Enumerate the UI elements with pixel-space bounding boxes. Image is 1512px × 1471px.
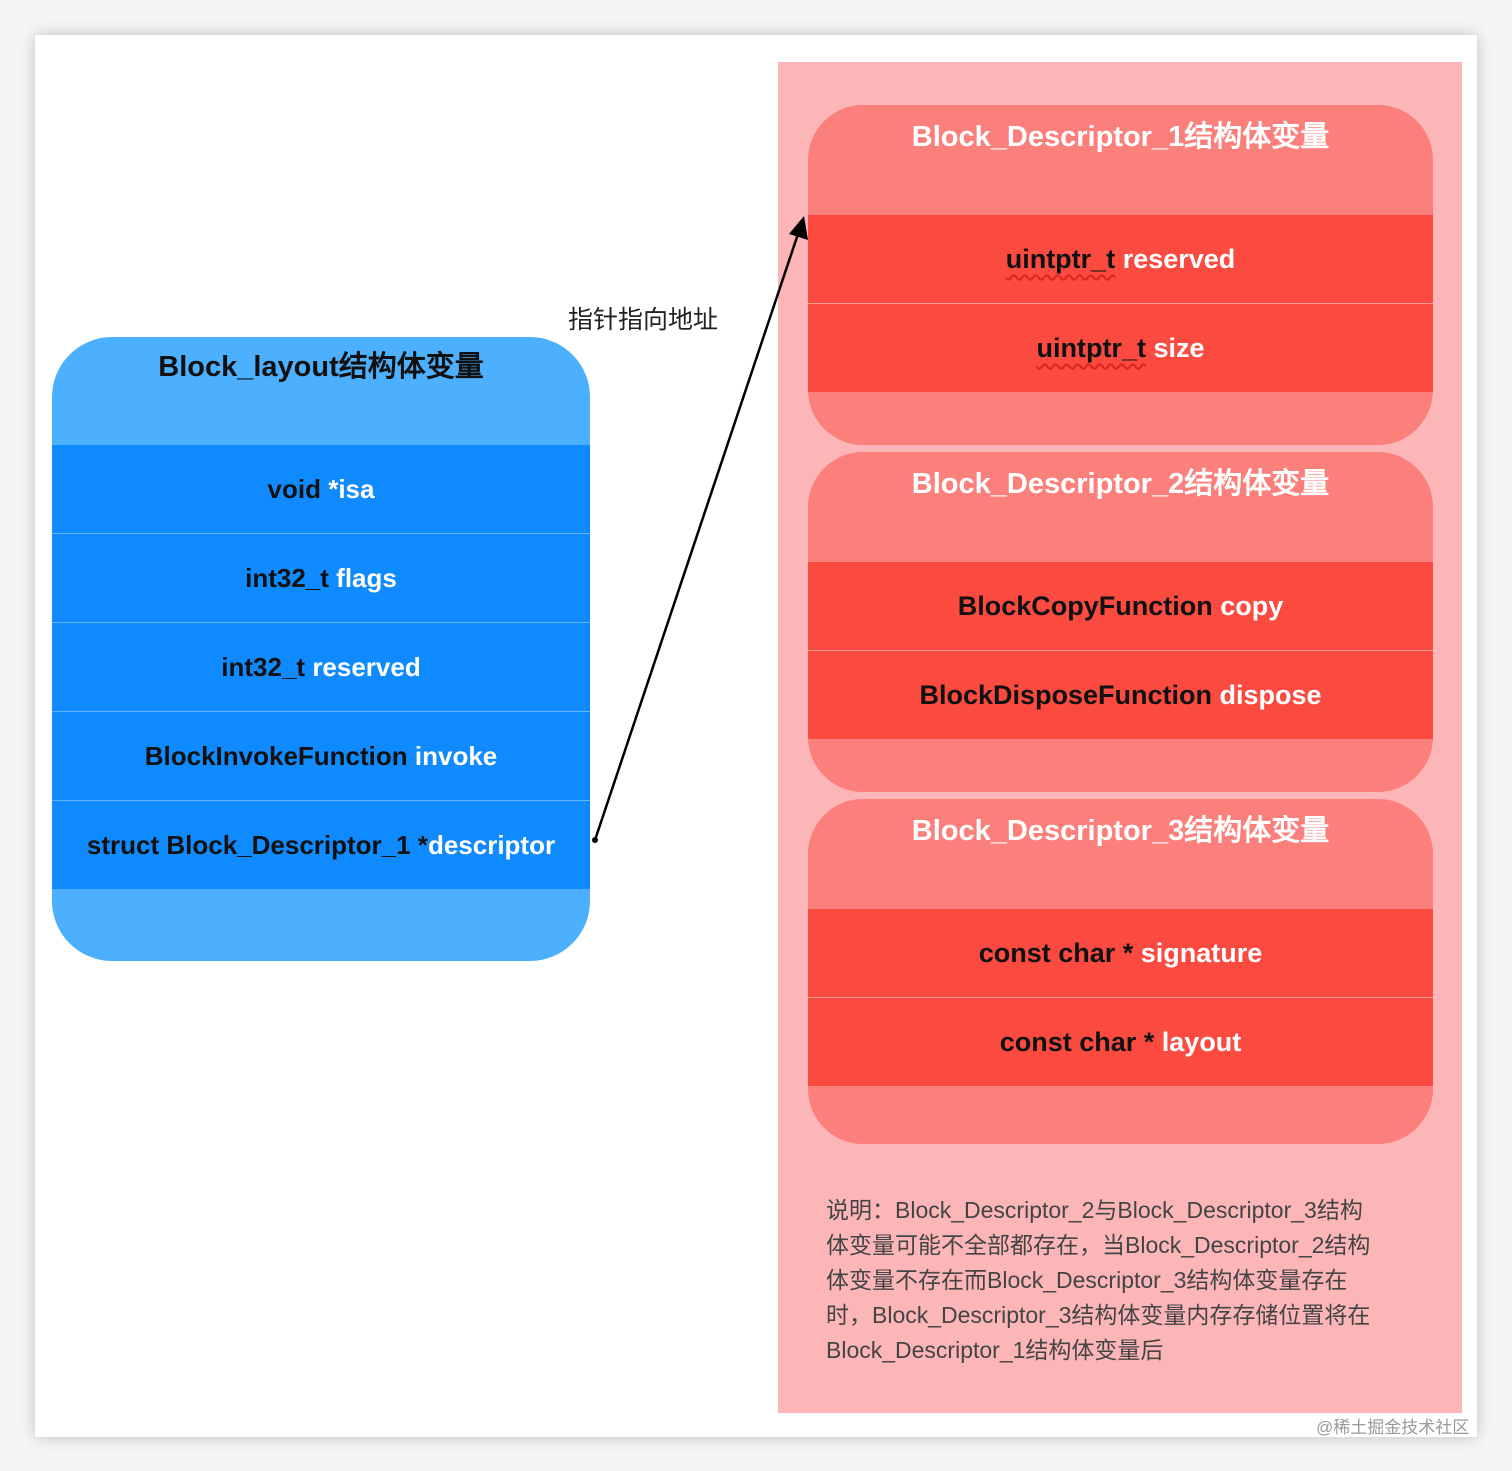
- field-signature: const char * signature: [808, 909, 1433, 997]
- field-name: descriptor: [427, 830, 556, 860]
- field-type: BlockCopyFunction: [957, 591, 1213, 621]
- descriptor-1-title: Block_Descriptor_1结构体变量: [911, 121, 1330, 153]
- row-divider: [52, 533, 590, 534]
- field-size: uintptr_t size: [808, 304, 1433, 392]
- field-type: void: [267, 474, 321, 504]
- arrow-head-icon: [789, 216, 808, 240]
- arrow-line: [593, 227, 802, 841]
- field-name: reserved: [312, 652, 421, 682]
- field-isa: void *isa: [52, 445, 590, 533]
- field-name: reserved: [1122, 244, 1236, 274]
- arrow-label: 指针指向地址: [568, 306, 719, 334]
- field-name: invoke: [414, 741, 498, 771]
- field-type: uintptr_t: [1036, 333, 1146, 363]
- field-name: *isa: [328, 474, 375, 504]
- field-name: copy: [1220, 591, 1284, 621]
- field-reserved: int32_t reserved: [52, 623, 590, 711]
- watermark: @稀土掘金技术社区: [1316, 1418, 1470, 1437]
- descriptor-3-title: Block_Descriptor_3结构体变量: [911, 815, 1330, 847]
- descriptor-1-struct: Block_Descriptor_1结构体变量 uintptr_t reserv…: [808, 105, 1433, 445]
- field-name: flags: [336, 563, 397, 593]
- field-name: size: [1153, 333, 1205, 363]
- note-line: 体变量可能不全部都存在，当Block_Descriptor_2结构: [826, 1232, 1371, 1258]
- field-type: const char *: [978, 938, 1134, 968]
- field-invoke: BlockInvokeFunction invoke: [52, 712, 590, 800]
- descriptor-2-title: Block_Descriptor_2结构体变量: [911, 468, 1330, 500]
- field-name: signature: [1140, 938, 1263, 968]
- field-layout: const char * layout: [808, 998, 1433, 1086]
- field-name: layout: [1161, 1027, 1242, 1057]
- field-type: const char *: [999, 1027, 1155, 1057]
- row-divider: [808, 303, 1433, 304]
- note-line: 时，Block_Descriptor_3结构体变量内存存储位置将在: [826, 1302, 1371, 1328]
- field-flags: int32_t flags: [52, 534, 590, 622]
- block-layout-struct: Block_layout结构体变量 void *isa int32_t flag…: [52, 337, 590, 961]
- field-name: dispose: [1219, 680, 1322, 710]
- descriptor-2-struct: Block_Descriptor_2结构体变量 BlockCopyFunctio…: [808, 452, 1433, 792]
- field-dispose: BlockDisposeFunction dispose: [808, 651, 1433, 739]
- note-line: 体变量不存在而Block_Descriptor_3结构体变量存在: [826, 1267, 1348, 1293]
- field-reserved: uintptr_t reserved: [808, 215, 1433, 303]
- row-divider: [52, 800, 590, 801]
- note-line: 说明：Block_Descriptor_2与Block_Descriptor_3…: [826, 1197, 1363, 1223]
- row-divider: [808, 650, 1433, 651]
- note-line: Block_Descriptor_1结构体变量后: [826, 1337, 1164, 1363]
- arrow-tail-dot: [592, 837, 598, 843]
- field-type: BlockInvokeFunction: [144, 741, 408, 771]
- row-divider: [808, 997, 1433, 998]
- explanation-note: 说明：Block_Descriptor_2与Block_Descriptor_3…: [826, 1193, 1426, 1368]
- field-type: struct Block_Descriptor_1 *: [86, 830, 428, 860]
- field-copy: BlockCopyFunction copy: [808, 562, 1433, 650]
- field-type: int32_t: [221, 652, 306, 682]
- field-type: uintptr_t: [1005, 244, 1116, 274]
- row-divider: [52, 622, 590, 623]
- row-divider: [52, 711, 590, 712]
- block-layout-title: Block_layout结构体变量: [158, 351, 484, 383]
- field-descriptor: struct Block_Descriptor_1 *descriptor: [52, 801, 590, 889]
- descriptor-3-struct: Block_Descriptor_3结构体变量 const char * sig…: [808, 799, 1433, 1144]
- field-type: BlockDisposeFunction: [919, 680, 1212, 710]
- field-type: int32_t: [245, 563, 329, 593]
